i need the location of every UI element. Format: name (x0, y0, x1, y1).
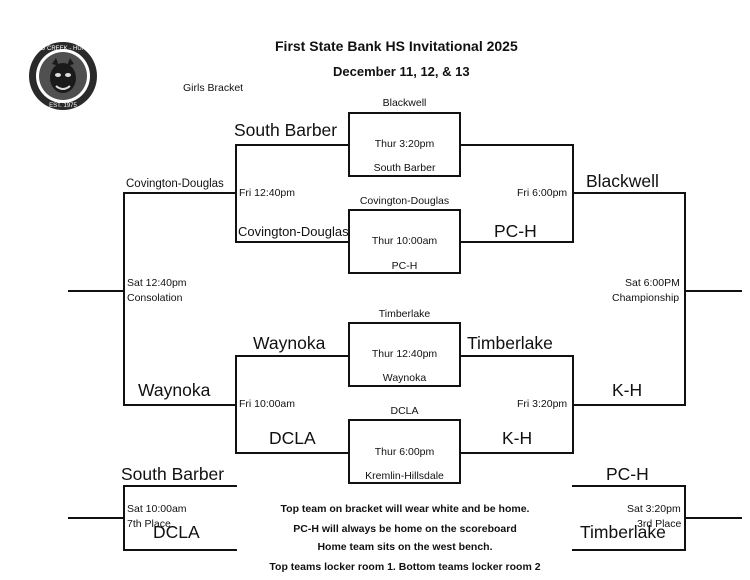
game3-bottom-team: Waynoka (382, 372, 427, 384)
bracket-label: Girls Bracket (183, 82, 244, 94)
game1-top-team: Blackwell (382, 97, 427, 109)
game4-top-team: DCLA (390, 405, 419, 417)
bracket-line (460, 355, 573, 357)
bracket-line (236, 144, 349, 146)
championship-label: Championship (612, 292, 680, 304)
notes-block: Top team on bracket will wear white and … (250, 499, 560, 577)
bracket-line (684, 290, 742, 292)
note-line: Top teams locker room 1. Bottom teams lo… (269, 561, 541, 573)
bracket-line (460, 452, 573, 454)
seventh-time: Sat 10:00am (127, 503, 187, 515)
championship-time: Sat 6:00PM (625, 277, 680, 289)
game-box-2 (348, 209, 461, 274)
page-title: First State Bank HS Invitational 2025 (275, 38, 518, 54)
bracket-line (684, 517, 742, 519)
game3-time: Thur 12:40pm (371, 348, 438, 360)
g2-loser-label: Covington-Douglas (238, 224, 349, 239)
bracket-line (236, 355, 349, 357)
svg-text:POND CREEK - HUNTER: POND CREEK - HUNTER (28, 46, 99, 52)
g4-loser-label: DCLA (269, 428, 316, 448)
consolation-top-team: Covington-Douglas (126, 178, 224, 190)
game-box-3 (348, 322, 461, 387)
consolation-time: Sat 12:40pm (127, 277, 187, 289)
g4-winner-label: K-H (502, 428, 533, 448)
g2-winner-label: PC-H (494, 221, 537, 241)
bracket-line (236, 241, 349, 243)
third-label: 3rd Place (637, 518, 682, 530)
seventh-bottom-team: DCLA (153, 522, 200, 542)
bracket-line (572, 192, 685, 194)
third-time: Sat 3:20pm (627, 503, 681, 515)
bracket-line (124, 485, 237, 487)
svg-text:EST. 1975: EST. 1975 (49, 103, 77, 109)
championship-bottom-team: K-H (612, 380, 643, 400)
bracket-line (68, 290, 125, 292)
bracket-line (236, 452, 349, 454)
game1-time: Thur 3:20pm (374, 138, 435, 150)
third-bottom-team: Timberlake (580, 522, 666, 542)
game2-top-team: Covington-Douglas (359, 195, 450, 207)
game2-bottom-team: PC-H (391, 260, 418, 272)
championship-top-team: Blackwell (586, 171, 659, 191)
game1-bottom-team: South Barber (373, 162, 436, 174)
school-logo: POND CREEK - HUNTER EST. 1975 (18, 40, 108, 112)
note-line: Top team on bracket will wear white and … (280, 503, 530, 515)
note-line: Home team sits on the west bench. (317, 541, 493, 553)
tournament-dates: December 11, 12, & 13 (333, 64, 470, 79)
game-box-4 (348, 419, 461, 484)
game2-time: Thur 10:00am (371, 235, 438, 247)
g3-winner-label: Timberlake (467, 333, 553, 353)
fri-left-top-time: Fri 12:40pm (239, 187, 296, 199)
bracket-line (68, 517, 125, 519)
consolation-bottom-team: Waynoka (138, 380, 211, 400)
bracket-line (460, 241, 573, 243)
third-top-team: PC-H (606, 464, 649, 484)
g1-loser-label: South Barber (234, 120, 338, 140)
bracket-line (124, 549, 237, 551)
bracket-line (684, 192, 686, 406)
bracket-line (124, 404, 237, 406)
bracket-line (460, 144, 573, 146)
game4-time: Thur 6:00pm (374, 446, 435, 458)
g3-loser-label: Waynoka (253, 333, 326, 353)
fri-right-top-time: Fri 6:00pm (517, 187, 568, 199)
bracket-line (123, 192, 125, 406)
bracket-line (124, 192, 237, 194)
bracket-line (572, 404, 685, 406)
school-seal-icon: POND CREEK - HUNTER EST. 1975 (28, 42, 99, 110)
consolation-label: Consolation (127, 292, 183, 304)
bracket-line (572, 485, 685, 487)
note-line: PC-H will always be home on the scoreboa… (293, 523, 517, 535)
game4-bottom-team: Kremlin-Hillsdale (365, 470, 444, 482)
bracket-line (572, 549, 685, 551)
seventh-label: 7th Place (127, 518, 171, 530)
game-box-1 (348, 112, 461, 177)
seventh-top-team: South Barber (121, 464, 225, 484)
game3-top-team: Timberlake (378, 308, 431, 320)
fri-right-bottom-time: Fri 3:20pm (517, 398, 568, 410)
fri-left-bottom-time: Fri 10:00am (239, 398, 296, 410)
